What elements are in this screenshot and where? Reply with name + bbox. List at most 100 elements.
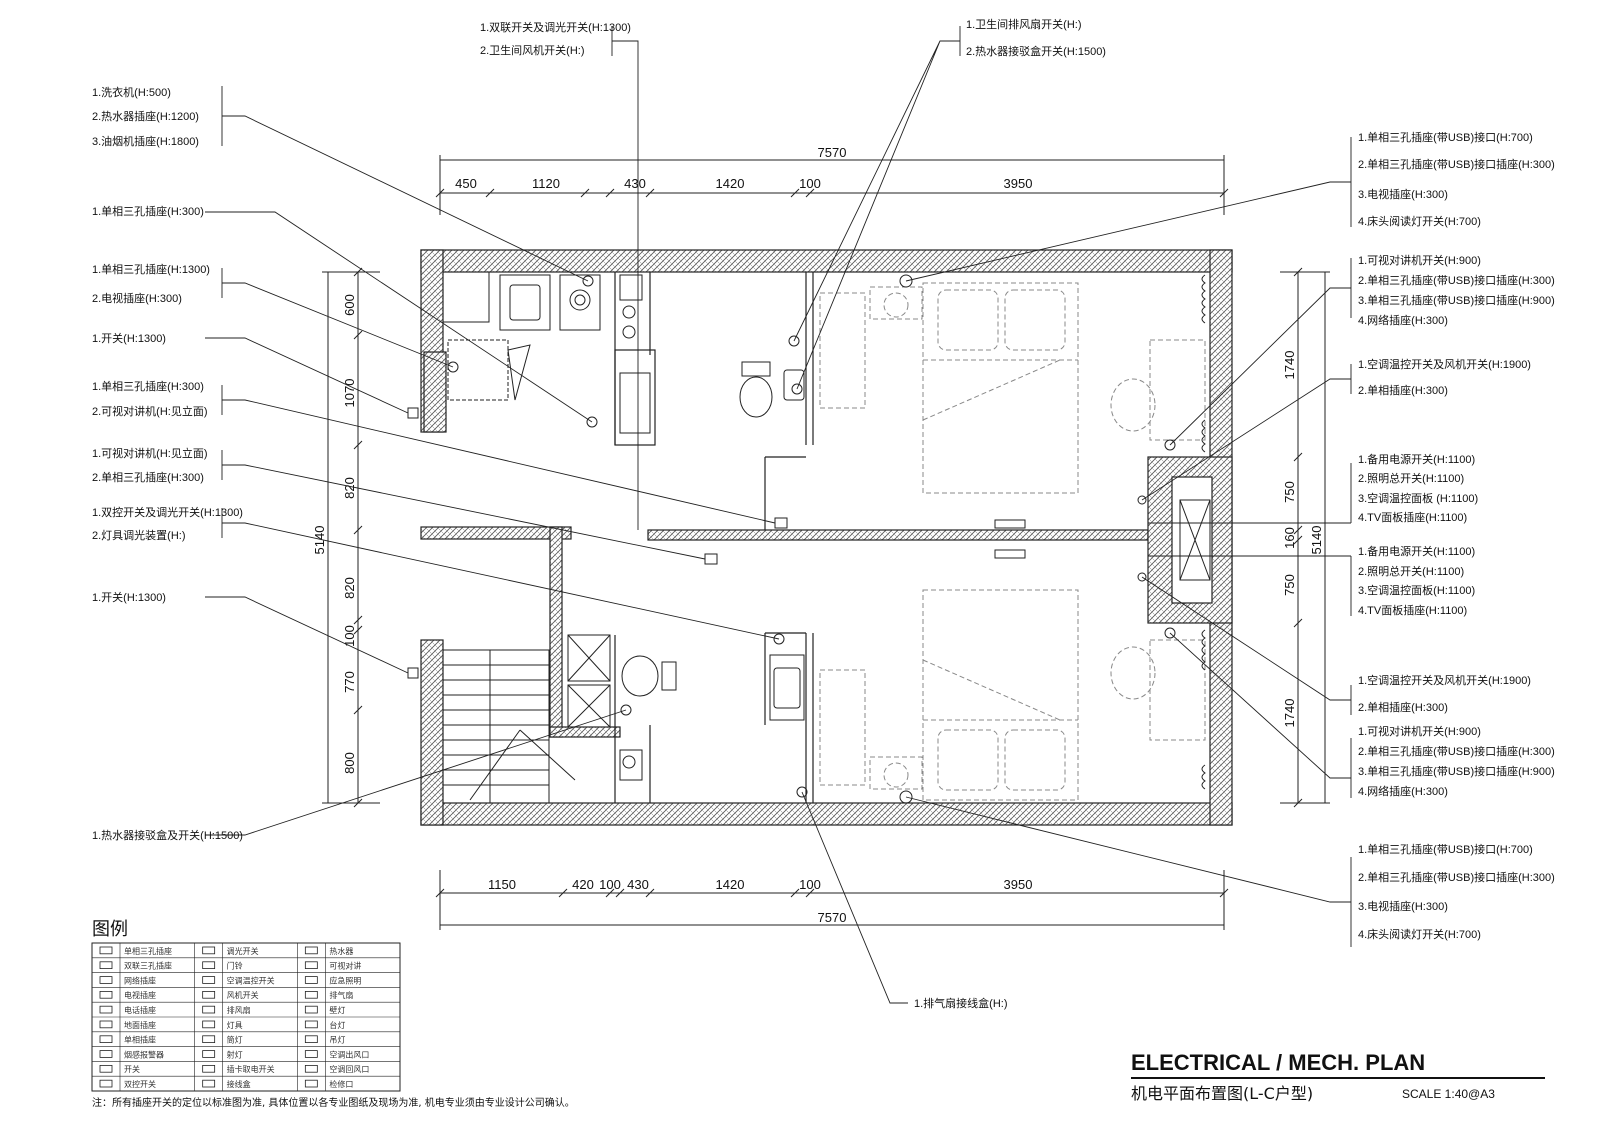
legend-symbol-icon (304, 1020, 318, 1029)
dimension-tick (605, 888, 615, 898)
dimension-tick (605, 188, 615, 198)
dimension-ticks (353, 188, 1303, 898)
shaft-box (1179, 499, 1211, 581)
legend-item-label: 应急照明 (329, 975, 361, 985)
title-block: ELECTRICAL / MECH. PLAN 机电平面布置图(L-C户型) S… (1131, 1050, 1545, 1103)
right-label-4-line-4: 4.TV面板插座(H:1100) (1358, 510, 1467, 524)
legend-title: 图例 (92, 919, 128, 940)
legend-symbol-icon (202, 946, 216, 955)
left-dim-6: 770 (342, 671, 357, 693)
legend-item-label: 门铃 (227, 961, 243, 971)
dimension-tick (435, 188, 445, 198)
socket-symbol-icon (582, 275, 594, 287)
dimension-tick (790, 888, 800, 898)
dimension-tick (580, 188, 590, 198)
right-dim-total: 5140 (1309, 526, 1324, 555)
legend-symbol-icon (304, 961, 318, 969)
legend-item-label: 空调出风口 (329, 1049, 369, 1059)
right-label-5-line-4: 4.TV面板插座(H:1100) (1358, 603, 1467, 617)
legend-symbol-icon (99, 946, 113, 955)
legend-symbol-icon (99, 1035, 113, 1044)
switch-symbol-icon (407, 407, 419, 419)
right-label-1-line-2: 2.单相三孔插座(带USB)接口插座(H:300) (1358, 157, 1555, 171)
legend-item-label: 电话插座 (124, 1005, 156, 1015)
right-label-7-line-2: 2.单相三孔插座(带USB)接口插座(H:300) (1358, 744, 1555, 758)
legend-symbol-icon (99, 1065, 113, 1073)
left-label-9-line-1: 1.热水器接驳盒及开关(H:1500) (92, 828, 243, 842)
left-dim-5: 100 (342, 625, 357, 647)
socket-symbol-icon (788, 335, 800, 347)
right-label-8-line-3: 3.电视插座(H:300) (1358, 899, 1448, 913)
legend-item-label: 台灯 (329, 1020, 345, 1030)
dimension-tick (353, 625, 363, 635)
left-dim-2: 1070 (342, 379, 357, 408)
legend-item-label: 插卡取电开关 (227, 1064, 275, 1074)
dimension-tick (645, 888, 655, 898)
socket-symbol-icon (796, 786, 808, 798)
right-labels: 1.单相三孔插座(带USB)接口(H:700) 2.单相三孔插座(带USB)接口… (1358, 130, 1555, 941)
right-label-3-line-2: 2.单相插座(H:300) (1358, 383, 1448, 397)
socket-symbol-icon (773, 633, 785, 645)
bottom-dim-5: 1420 (716, 877, 745, 892)
fixtures (442, 271, 805, 804)
legend-item-label: 调光开关 (227, 946, 259, 956)
bottom-dim-total: 7570 (818, 910, 847, 925)
drawing-scale: SCALE 1:40@A3 (1402, 1087, 1495, 1101)
right-label-5-line-1: 1.备用电源开关(H:1100) (1358, 544, 1475, 558)
legend-symbol-icon (99, 976, 113, 984)
left-dim-4: 820 (342, 577, 357, 599)
right-dim-1: 1740 (1282, 351, 1297, 380)
dimension-tick (645, 188, 655, 198)
left-label-6-line-2: 2.单相三孔插座(H:300) (92, 470, 204, 484)
legend-symbol-icon (202, 976, 216, 984)
legend-item-label: 吊灯 (329, 1035, 345, 1045)
dimension-tick (1293, 618, 1303, 628)
legend-symbol-icon (99, 1079, 113, 1088)
switch-symbol-icon (407, 667, 419, 679)
leader-lines (205, 26, 1352, 1004)
left-labels: 1.洗衣机(H:500) 2.热水器插座(H:1200) 3.油烟机插座(H:1… (92, 85, 243, 842)
curtains (1201, 274, 1206, 790)
left-dim-3: 820 (342, 477, 357, 499)
top-label-2-line-1: 1.卫生间排风扇开关(H:) (966, 17, 1082, 31)
legend-item-label: 排气扇 (329, 990, 353, 1000)
legend-items: 单相三孔插座双联三孔插座网络插座电视插座电话插座地面插座单相插座烟感报警器开关双… (99, 946, 369, 1089)
legend-symbol-icon (202, 1035, 216, 1044)
legend-symbol-icon (304, 1079, 318, 1088)
right-dim-2: 750 (1282, 481, 1297, 503)
beds (819, 282, 1206, 801)
top-label-1-line-2: 2.卫生间风机开关(H:) (480, 43, 585, 57)
top-dim-total: 7570 (818, 145, 847, 160)
legend-item-label: 风机开关 (227, 990, 259, 1000)
legend-item-label: 可视对讲 (329, 961, 361, 971)
dimension-tick (353, 525, 363, 535)
bottom-dim-2: 420 (572, 877, 594, 892)
dimension-tick (353, 330, 363, 340)
bottom-dim-1: 1150 (488, 877, 516, 892)
dimension-tick (805, 888, 815, 898)
legend-item-label: 烟感报警器 (124, 1049, 164, 1059)
bottom-dim-3: 100 (599, 877, 621, 892)
switch-panel-icon (994, 519, 1026, 529)
legend-symbol-icon (202, 1050, 216, 1058)
dimension-tick (353, 705, 363, 715)
left-label-3-line-2: 2.电视插座(H:300) (92, 291, 182, 305)
top-label-2-line-2: 2.热水器接驳盒开关(H:1500) (966, 44, 1106, 58)
socket-symbol-icon (1137, 495, 1147, 505)
legend-symbol-icon (202, 1079, 216, 1088)
legend-item-label: 空调回风口 (329, 1064, 369, 1074)
legend-symbol-icon (99, 1020, 113, 1029)
legend-item-label: 空调温控开关 (227, 975, 275, 985)
drawing-subtitle: 机电平面布置图(L-C户型) (1131, 1084, 1313, 1103)
socket-symbol-icon (586, 416, 598, 428)
legend-symbol-icon (202, 991, 216, 999)
left-label-1-line-3: 3.油烟机插座(H:1800) (92, 134, 199, 148)
dimension-tick (353, 440, 363, 450)
right-label-5-line-3: 3.空调温控面板(H:1100) (1358, 583, 1475, 597)
right-label-6-line-2: 2.单相插座(H:300) (1358, 700, 1448, 714)
switch-panel-icon (994, 549, 1026, 559)
dimension-tick (1219, 888, 1229, 898)
legend-item-label: 检修口 (329, 1079, 353, 1089)
dimension-tick (615, 888, 625, 898)
